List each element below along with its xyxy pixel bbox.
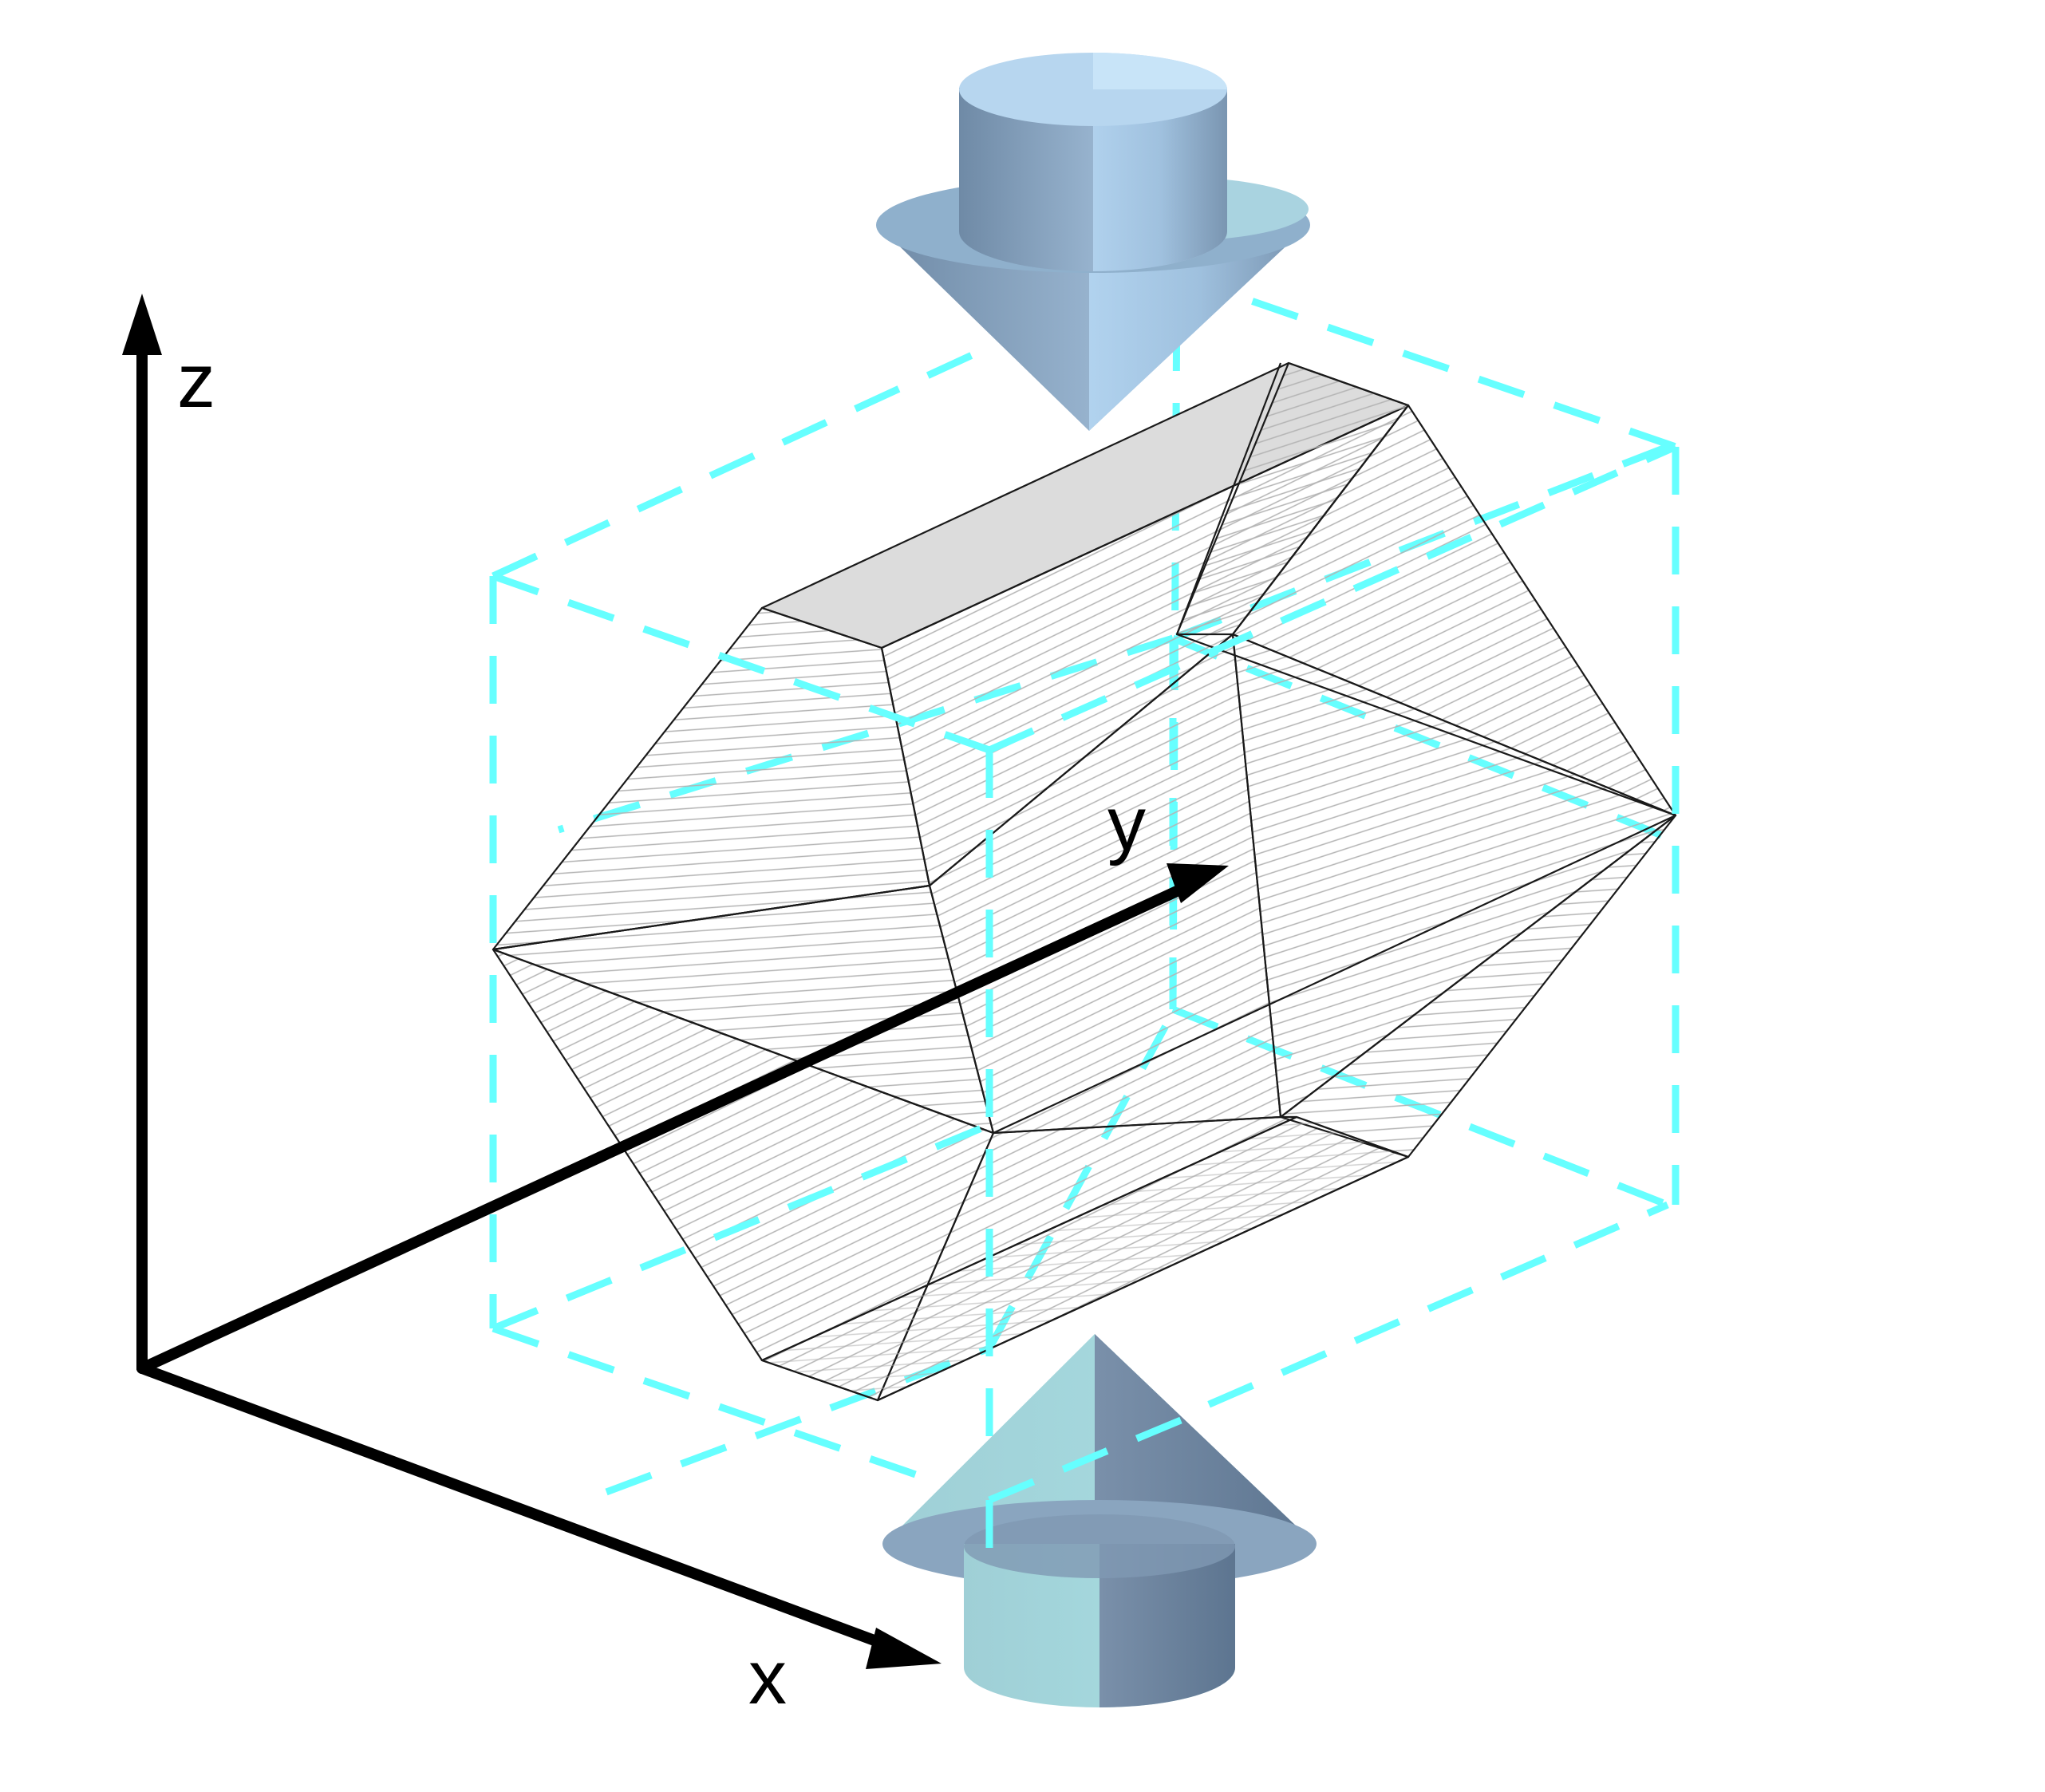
down-arrow-icon xyxy=(876,53,1310,431)
axis-arrowheads xyxy=(122,294,1229,1669)
up-arrow-icon xyxy=(882,1334,1317,1707)
x-axis-arrowhead xyxy=(866,1628,942,1669)
y-axis-label: y xyxy=(1107,781,1146,866)
crystal-solid xyxy=(492,361,1677,1402)
x-axis xyxy=(136,1363,899,1653)
dashed-cube-bottom-front xyxy=(985,1416,1182,1572)
z-axis-arrowhead xyxy=(122,294,162,355)
x-axis-label: x xyxy=(748,1635,787,1720)
coordinate-axes xyxy=(136,345,1194,1653)
z-axis-label: z xyxy=(177,338,215,424)
y-axis xyxy=(136,880,1194,1374)
y-axis-arrowhead xyxy=(1167,863,1229,903)
